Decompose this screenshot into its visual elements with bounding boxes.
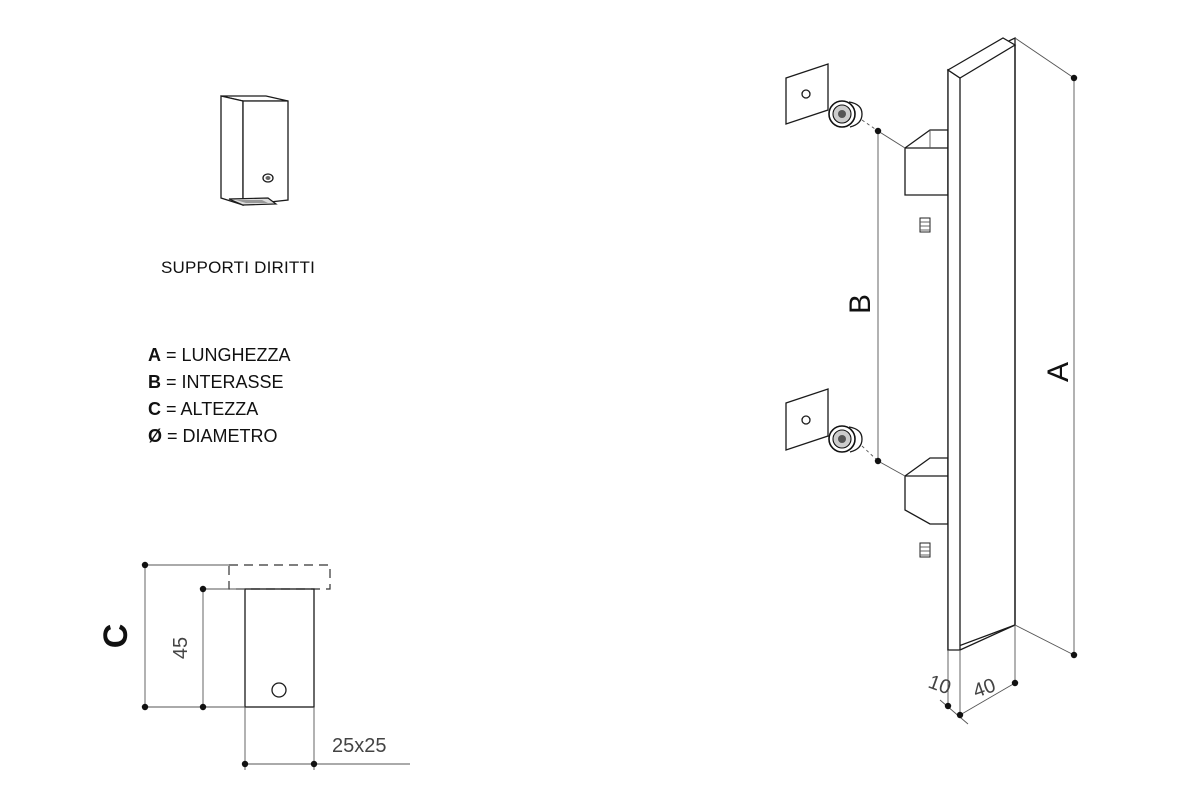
legend-key: C — [148, 399, 161, 419]
dimension-label-10: 10 — [925, 671, 953, 699]
support-elevation: C 45 25x25 — [97, 561, 410, 770]
support-body — [244, 588, 315, 708]
bar-side-face — [947, 68, 961, 651]
legend-text: = ALTEZZA — [161, 399, 259, 419]
grub-screw-icon — [919, 217, 931, 233]
legend-text: = LUNGHEZZA — [161, 345, 291, 365]
dimension-label-a: A — [1042, 362, 1075, 382]
legend-text: = DIAMETRO — [162, 426, 278, 446]
dimension-label-b: B — [844, 294, 877, 314]
dimension-label-c: C — [97, 624, 135, 649]
wall-plate-lower — [785, 388, 829, 451]
anchor-screw-lower — [828, 425, 863, 453]
grub-screw-icon — [919, 542, 931, 558]
legend-row-diameter: Ø = DIAMETRO — [148, 423, 291, 450]
dimension-label-40: 40 — [970, 674, 998, 702]
wall-plate-upper — [785, 63, 829, 125]
caption-supporti-diritti: SUPPORTI DIRITTI — [161, 258, 316, 277]
support-isometric — [220, 95, 289, 206]
legend: A = LUNGHEZZA B = INTERASSE C = ALTEZZA … — [148, 342, 291, 450]
legend-row-b: B = INTERASSE — [148, 369, 291, 396]
support-left-face — [220, 95, 244, 206]
screw-hole-icon — [271, 682, 287, 698]
handle-isometric: B A 10 40 — [785, 36, 1078, 725]
bar-section-dashed — [228, 564, 331, 590]
dimension-label-25x25: 25x25 — [332, 735, 387, 757]
legend-text: = INTERASSE — [161, 372, 284, 392]
upper-standoff — [904, 129, 949, 196]
legend-row-c: C = ALTEZZA — [148, 396, 291, 423]
legend-row-a: A = LUNGHEZZA — [148, 342, 291, 369]
legend-key: Ø — [148, 426, 163, 446]
dimension-label-45: 45 — [170, 637, 192, 659]
support-right-face — [242, 100, 289, 206]
anchor-screw-upper — [828, 100, 863, 128]
legend-key: A — [148, 345, 161, 365]
legend-key: B — [148, 372, 161, 392]
lower-standoff — [904, 457, 949, 525]
